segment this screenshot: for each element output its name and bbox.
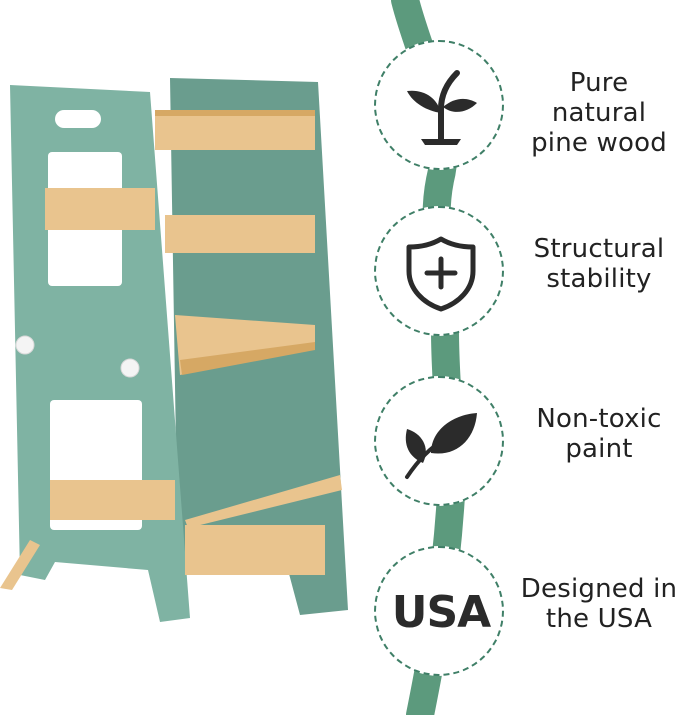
leaf-icon xyxy=(405,413,477,479)
feature-line-1: Structural xyxy=(533,234,665,264)
feature-badge xyxy=(374,40,504,170)
feature-line-1: Designed in xyxy=(520,574,678,604)
feature-line-1: Pure natural xyxy=(551,68,647,128)
feature-line-2: pine wood xyxy=(531,128,667,158)
feature-badge xyxy=(374,206,504,336)
feature-designed-usa: USA Designed in the USA xyxy=(374,546,679,676)
feature-non-toxic: Non-toxic paint xyxy=(374,376,679,506)
feature-badge: USA xyxy=(374,546,504,676)
feature-line-2: stability xyxy=(546,264,652,294)
feature-label: Pure natural pine wood xyxy=(519,68,679,158)
shield-plus-icon xyxy=(406,236,476,312)
feature-badge xyxy=(374,376,504,506)
sprout-icon xyxy=(407,70,477,145)
feature-line-2: the USA xyxy=(545,604,653,634)
feature-label: Non-toxic paint xyxy=(519,404,679,464)
feature-label: Designed in the USA xyxy=(519,574,679,634)
usa-badge-text: USA xyxy=(391,587,491,638)
feature-pine-wood: Pure natural pine wood xyxy=(374,40,679,170)
feature-line-2: paint xyxy=(565,434,633,464)
feature-stability: Structural stability xyxy=(374,206,679,336)
feature-line-1: Non-toxic xyxy=(536,404,662,434)
learning-tower-illustration xyxy=(0,78,348,622)
feature-label: Structural stability xyxy=(519,234,679,294)
